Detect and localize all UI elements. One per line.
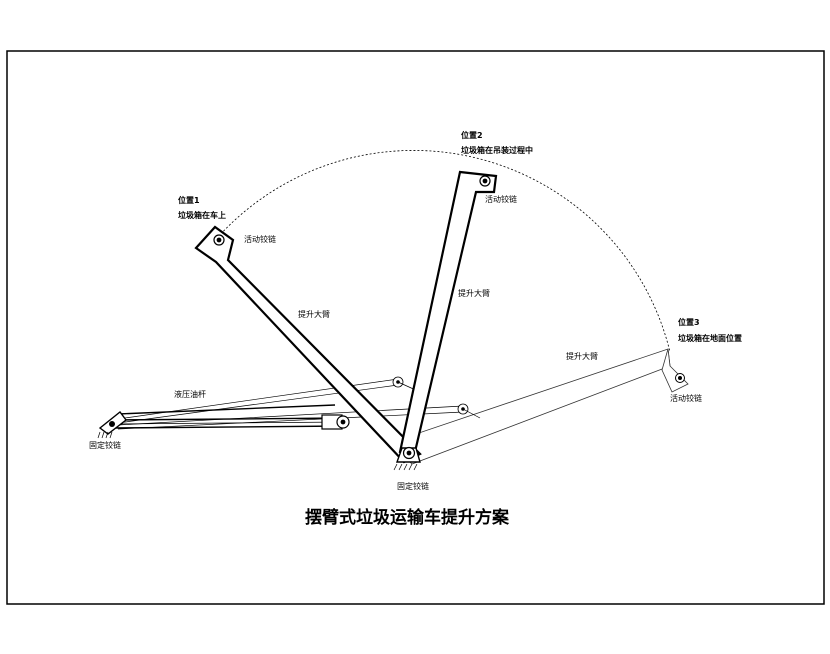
pos2-desc: 垃圾箱在吊装过程中 (461, 145, 533, 155)
hydraulic-cylinder-main (111, 404, 350, 430)
pos1-desc: 垃圾箱在车上 (178, 210, 226, 220)
pos2-hinge-label: 活动铰链 (485, 194, 517, 204)
lift-arm-position-3 (399, 348, 689, 465)
lift-arm-label-3: 提升大臂 (566, 351, 598, 361)
lift-arm-label-1: 提升大臂 (298, 309, 330, 319)
pos3-name: 位置3 (678, 317, 700, 327)
fixed-hinge-cylinder (97, 411, 127, 439)
pos2-name: 位置2 (461, 130, 483, 140)
drawing-frame (6, 50, 825, 605)
drawing-title: 摆臂式垃圾运输车提升方案 (305, 507, 510, 528)
hydraulic-cylinder-label: 液压油杆 (174, 389, 206, 399)
fixed-hinge-arm (393, 446, 421, 471)
pos1-name: 位置1 (178, 195, 200, 205)
fixed-hinge-cylinder-label: 固定铰链 (89, 440, 121, 450)
lift-arm-label-2: 提升大臂 (458, 288, 490, 298)
pos3-desc: 垃圾箱在地面位置 (678, 333, 742, 343)
lift-arm-position-1 (194, 225, 422, 464)
swing-trajectory-arc (217, 150, 671, 353)
fixed-hinge-arm-label: 固定铰链 (397, 481, 429, 491)
pos3-hinge-label: 活动铰链 (670, 393, 702, 403)
pos1-hinge-label: 活动铰链 (244, 234, 276, 244)
